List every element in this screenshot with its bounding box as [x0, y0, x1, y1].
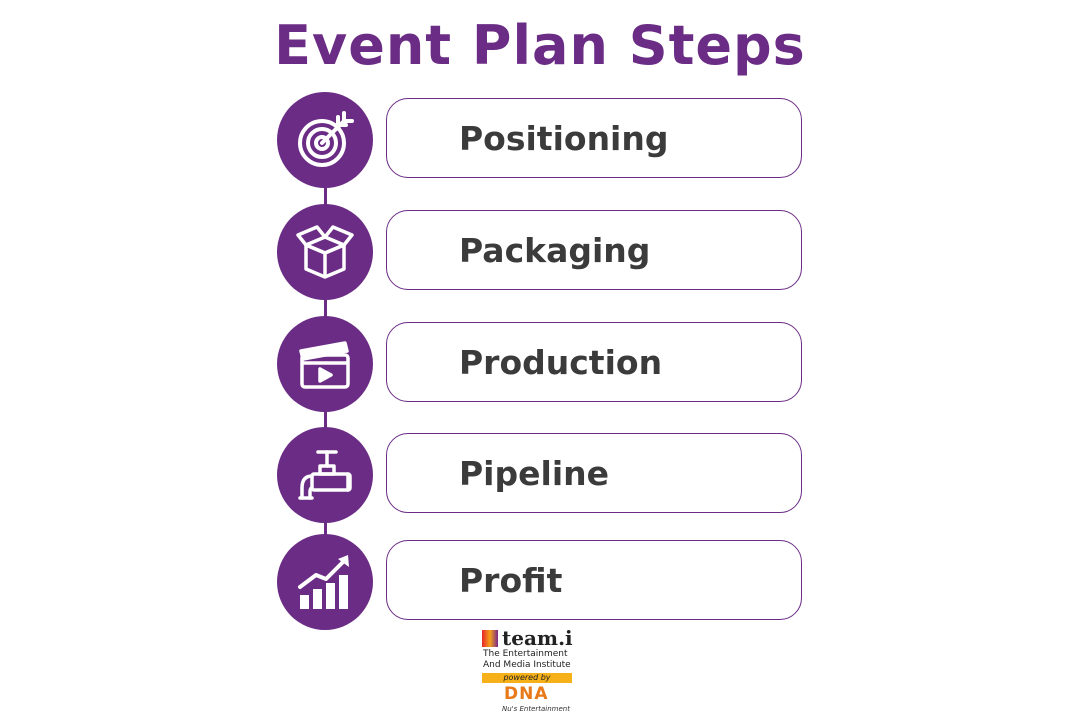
step-label: Packaging [459, 231, 651, 270]
logo-mark-icon [482, 630, 498, 647]
step-label: Positioning [459, 119, 669, 158]
pipe-valve-icon [277, 427, 373, 523]
step-box: Positioning [386, 98, 802, 178]
logo-line2: And Media Institute [483, 660, 571, 670]
step-box: Pipeline [386, 433, 802, 513]
step-box: Profit [386, 540, 802, 620]
logo-brand: DNA [504, 684, 549, 704]
logo-line1: The Entertainment [483, 649, 568, 659]
step-box: Packaging [386, 210, 802, 290]
logo-tagline: Nu's Entertainment [502, 705, 570, 713]
growth-chart-icon [277, 534, 373, 630]
step-label: Pipeline [459, 454, 609, 493]
step-label: Profit [459, 561, 563, 600]
team-i-logo: team.i The Entertainment And Media Insti… [482, 627, 582, 720]
open-box-icon [277, 204, 373, 300]
step-label: Production [459, 343, 663, 382]
page-title: Event Plan Steps [274, 14, 806, 77]
step-box: Production [386, 322, 802, 402]
step-profit: Profit [0, 534, 1080, 630]
step-production: Production [0, 316, 1080, 412]
step-packaging: Packaging [0, 204, 1080, 300]
clapperboard-icon [277, 316, 373, 412]
target-arrow-icon [277, 92, 373, 188]
step-pipeline: Pipeline [0, 427, 1080, 523]
logo-name: team.i [502, 626, 573, 650]
step-positioning: Positioning [0, 92, 1080, 188]
logo-powered-by: powered by [482, 673, 572, 683]
